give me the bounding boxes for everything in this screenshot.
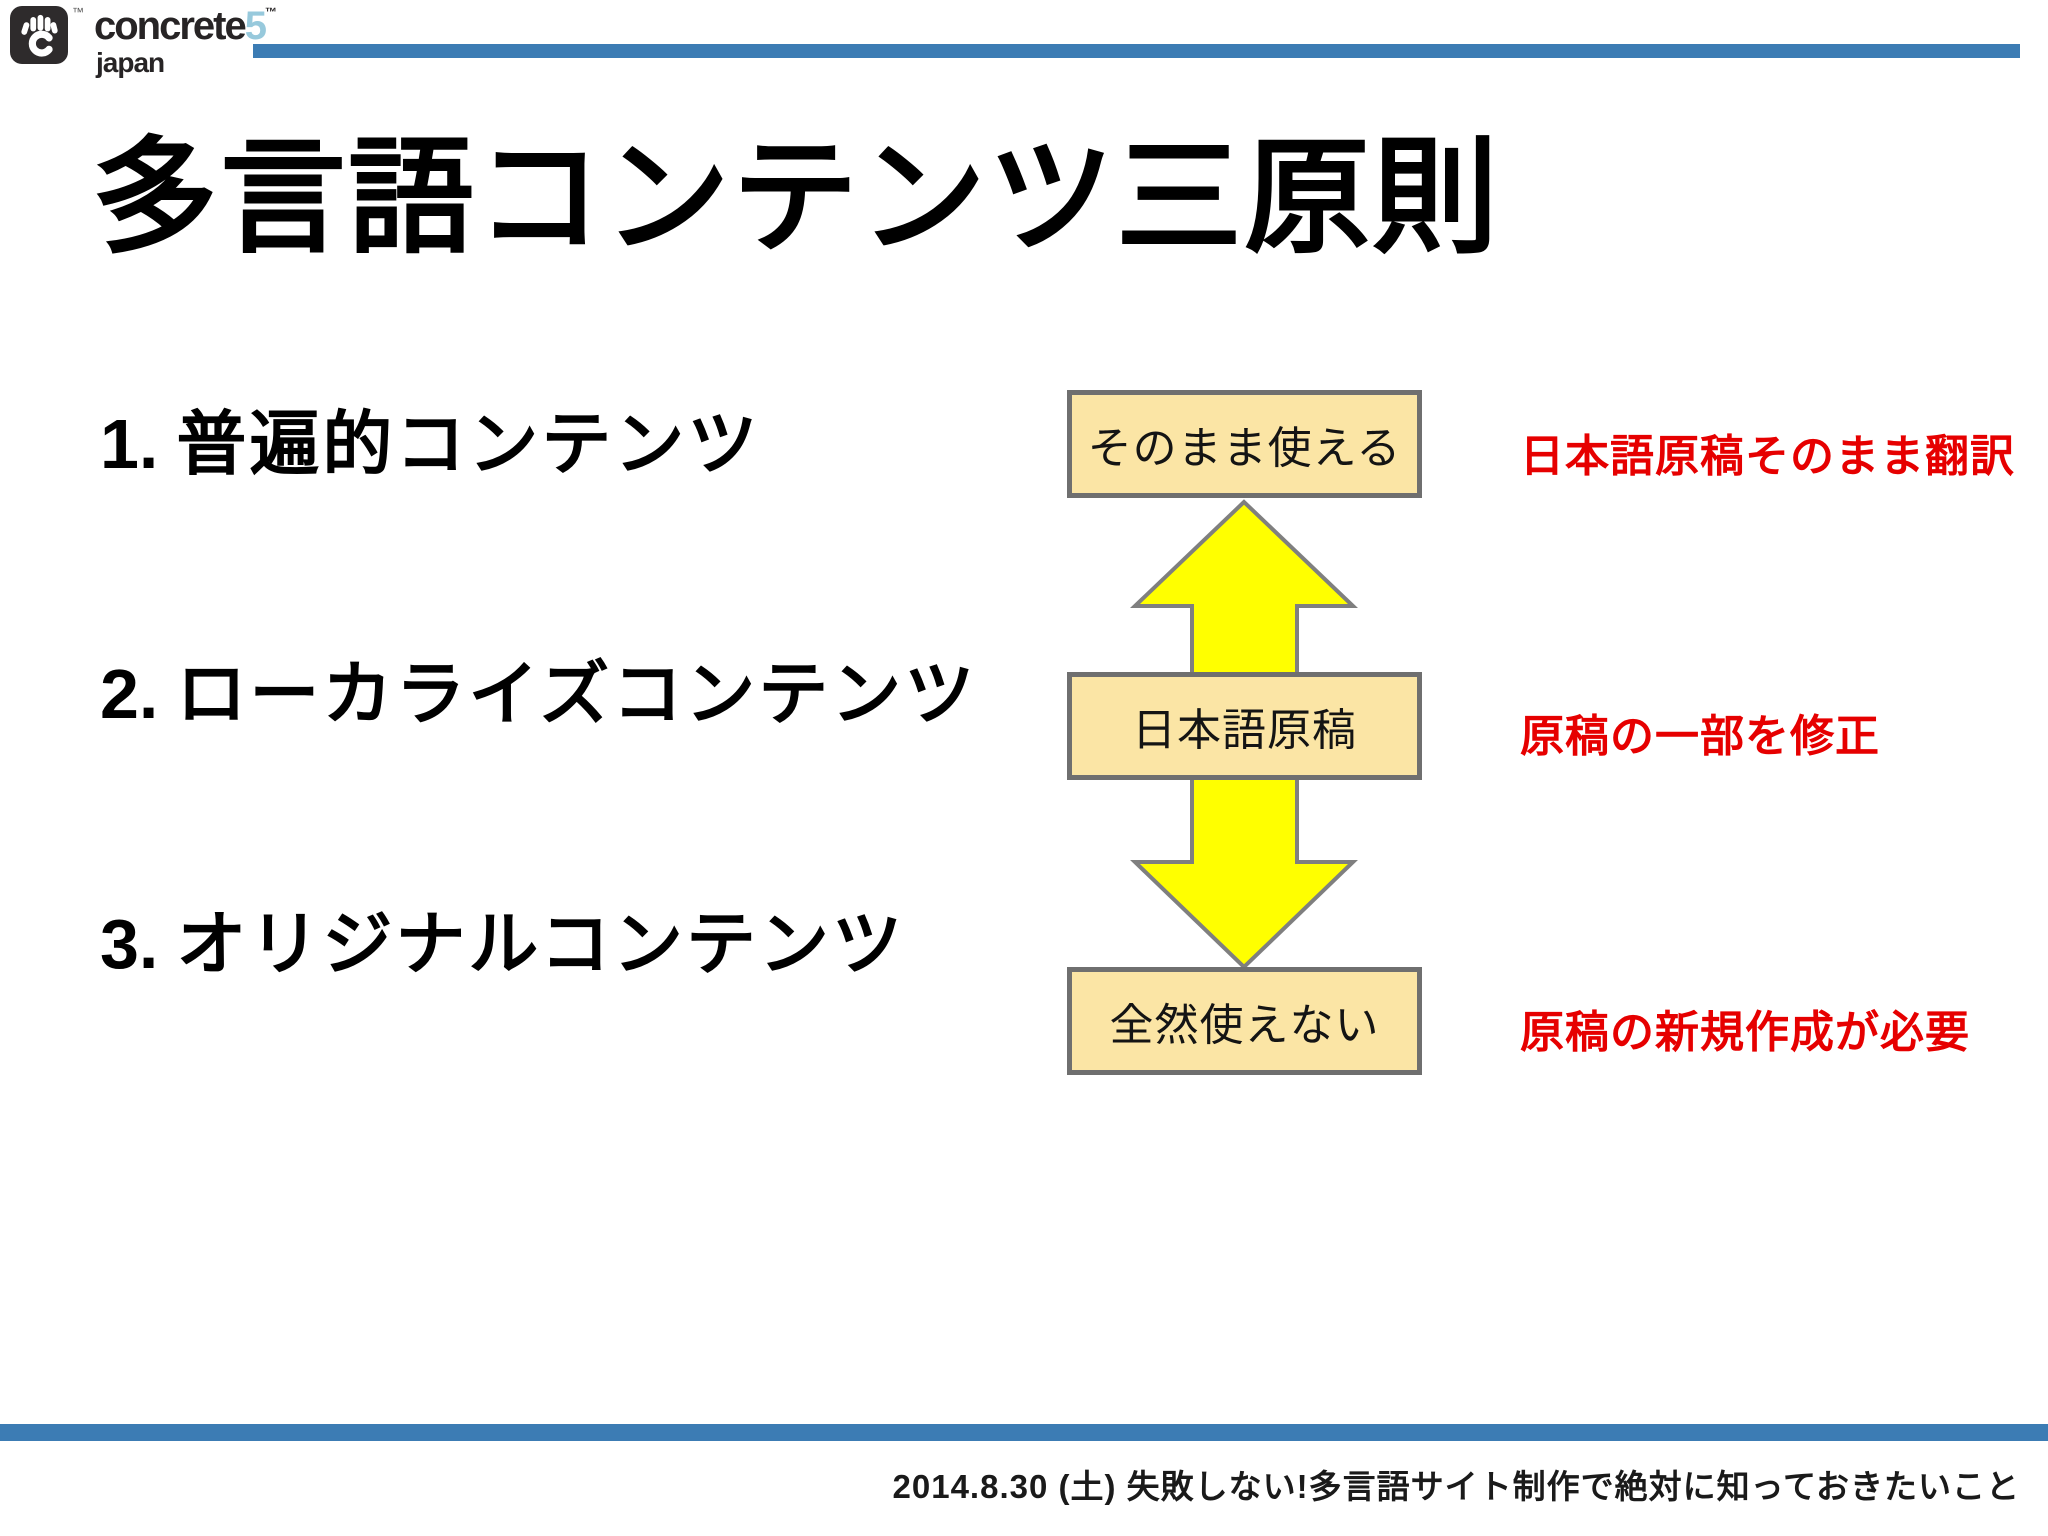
slide-title: 多言語コンテンツ三原則 — [92, 127, 1500, 268]
logo-brand: concrete5™ — [94, 6, 277, 46]
logo-text: concrete5™ japan — [94, 6, 277, 77]
logo-region: japan — [96, 47, 165, 78]
footer-caption: 2014.8.30 (土) 失敗しない!多言語サイト制作で絶対に知っておきたいこ… — [892, 1468, 2020, 1505]
diagram-box-japanese-manuscript: 日本語原稿 — [1067, 672, 1422, 780]
diagram-box-not-usable: 全然使えない — [1067, 967, 1422, 1075]
trademark-symbol: ™ — [72, 5, 84, 19]
arrow-up-icon — [1130, 499, 1358, 684]
diagram-annotation-partial-edit: 原稿の一部を修正 — [1520, 712, 1880, 761]
concrete5-hand-logo-icon — [10, 6, 68, 64]
trademark-symbol: ™ — [265, 5, 277, 19]
diagram-box-label: 日本語原稿 — [1132, 706, 1357, 755]
principle-label: オリジナルコンテンツ — [176, 905, 905, 983]
principle-item-3: 3.オリジナルコンテンツ — [100, 888, 905, 989]
diagram-box-label: 全然使えない — [1109, 1001, 1380, 1050]
principle-item-1: 1.普遍的コンテンツ — [100, 388, 760, 489]
principle-item-2: 2.ローカライズコンテンツ — [100, 638, 977, 739]
logo-brand-digit: 5 — [244, 4, 267, 48]
diagram-annotation-translate-as-is: 日本語原稿そのまま翻訳 — [1520, 432, 2015, 481]
principle-label: 普遍的コンテンツ — [176, 405, 761, 483]
principle-number: 3. — [100, 905, 159, 983]
logo-brand-main: concrete — [94, 4, 247, 48]
top-accent-bar — [253, 44, 2020, 58]
principle-label: ローカライズコンテンツ — [176, 655, 978, 733]
arrow-down-icon — [1130, 770, 1358, 970]
principle-number: 2. — [100, 655, 159, 733]
diagram-box-label: そのまま使える — [1087, 424, 1402, 473]
diagram-annotation-new-manuscript: 原稿の新規作成が必要 — [1520, 1008, 1970, 1057]
concrete5-japan-logo: ™ concrete5™ japan — [10, 6, 277, 77]
bottom-accent-bar — [0, 1424, 2048, 1441]
principle-number: 1. — [100, 405, 159, 483]
diagram-box-usable-as-is: そのまま使える — [1067, 390, 1422, 498]
